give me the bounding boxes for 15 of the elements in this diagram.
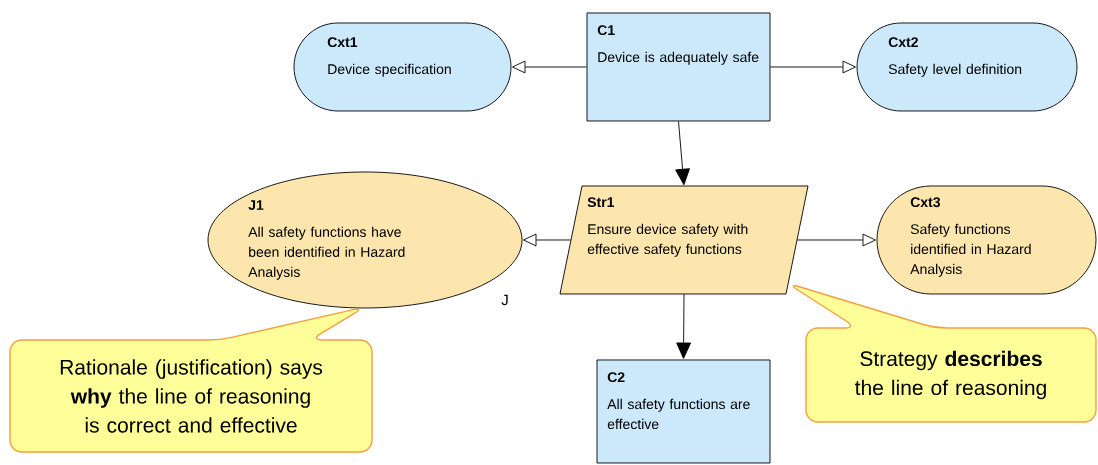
callout-bubble: Strategy describes the line of reasoning (792, 284, 1097, 423)
label: J (501, 294, 508, 306)
arrow (523, 233, 572, 247)
arrow (770, 60, 856, 74)
goal-box: C1 Device is adequately safe (586, 12, 771, 122)
context-box: Cxt3 Safety functions identified in Hazard Analysis (876, 185, 1097, 295)
arrow (676, 293, 691, 359)
context-box: Cxt1 Device specification (293, 22, 512, 112)
context-box: Cxt2 Safety level definition (856, 22, 1078, 112)
goal-box: C2 All safety functions are effective (596, 359, 771, 464)
arrow (796, 233, 876, 247)
arrow (512, 60, 587, 74)
callout-bubble: Rationale (justification) says why the line of reasoning is correct and effective (9, 308, 373, 453)
arrow (675, 121, 690, 186)
strategy-parallelogram: Str1 Ensure device safety with effective safety functions (559, 185, 809, 295)
